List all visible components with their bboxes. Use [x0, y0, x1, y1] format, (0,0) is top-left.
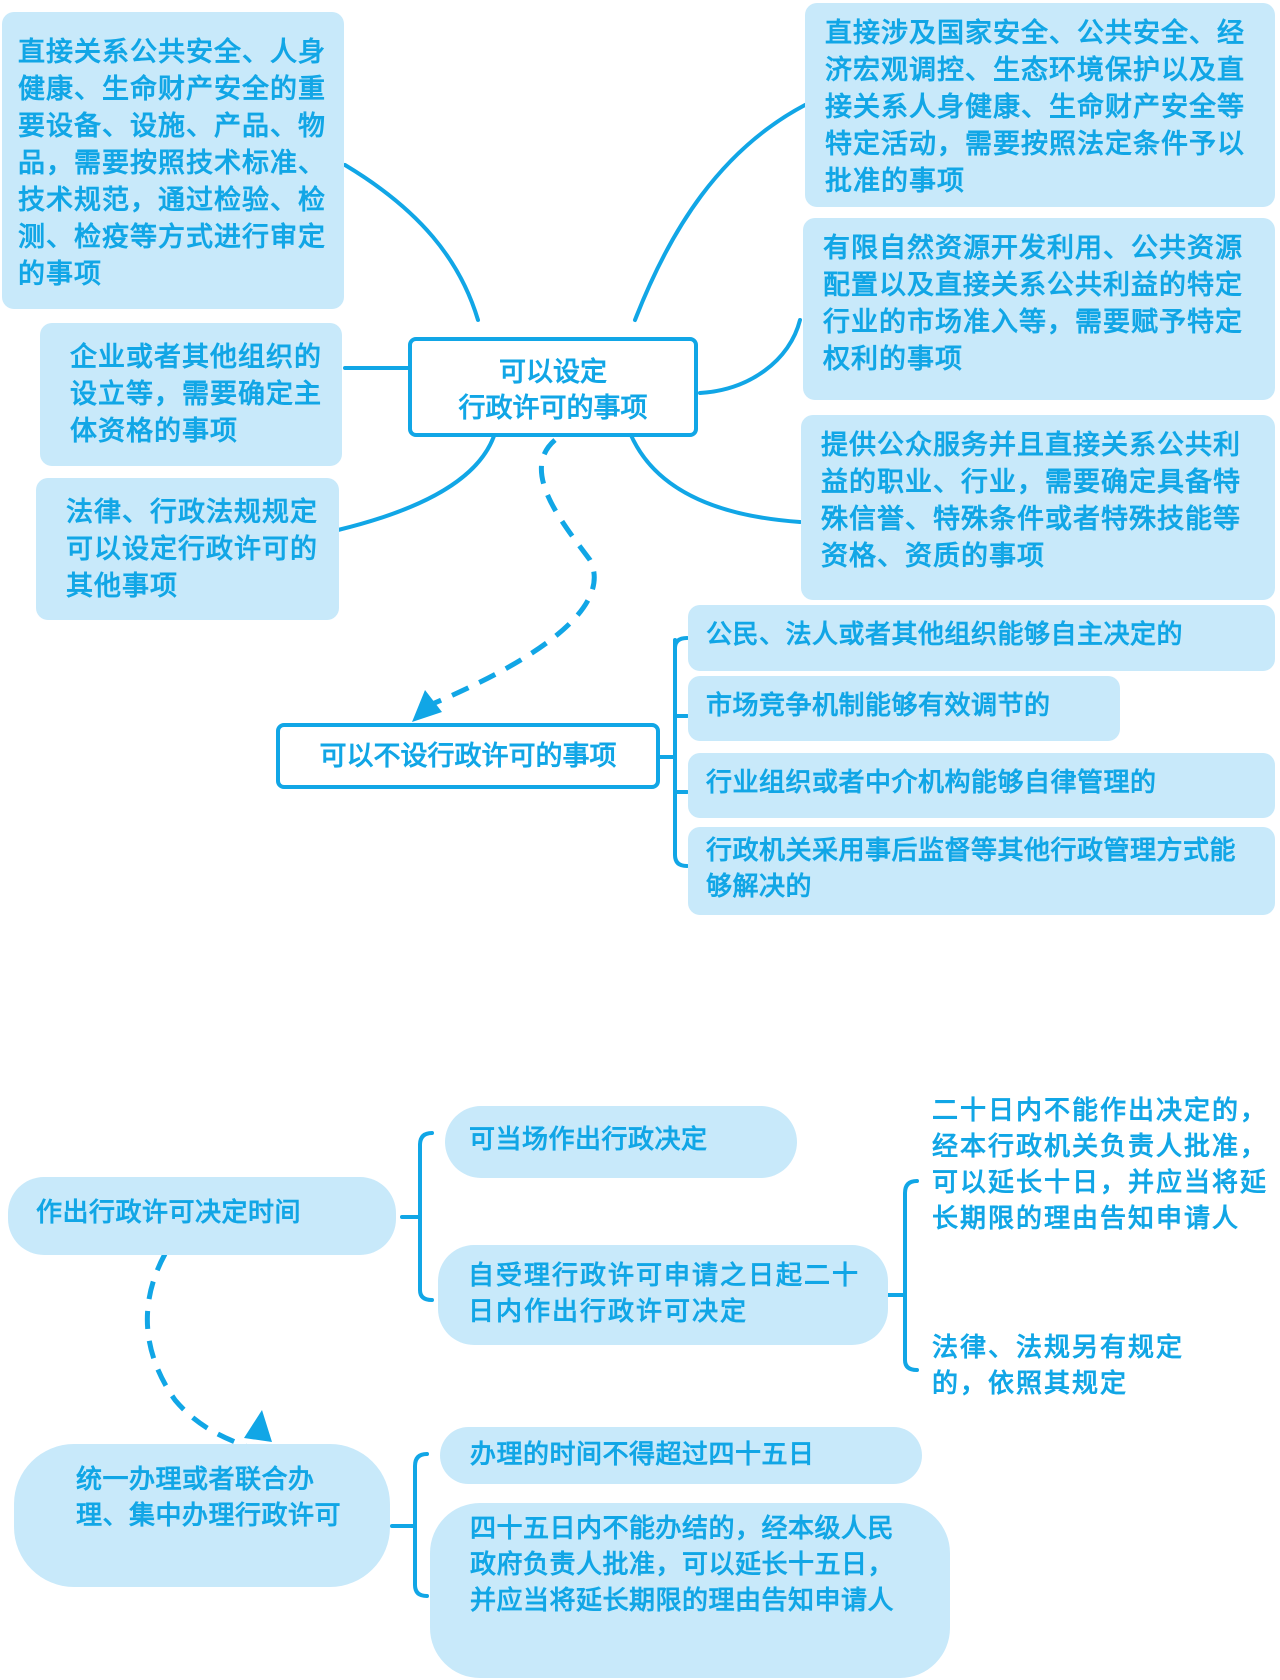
bracket-3 [400, 1131, 434, 1302]
center-node-settable-permits: 可以设定 行政许可的事项 [408, 337, 698, 437]
dashed-arrow-1 [429, 438, 597, 708]
connector-right-3 [628, 431, 802, 524]
left-item-2-text: 企业或者其他组织的设立等，需要确定主体资格的事项 [70, 342, 322, 447]
joint-item-2-text: 四十五日内不能办结的，经本级人民政府负责人批准，可以延长十五日，并应当将延长期限… [470, 1514, 895, 1616]
right-item-2-text: 有限自然资源开发利用、公共资源配置以及直接关系公共利益的特定行业的市场准入等，需… [823, 233, 1243, 375]
bracket-2 [658, 636, 689, 868]
root-node-no-permit-needed: 可以不设行政许可的事项 [276, 723, 660, 789]
left-item-3-text: 法律、行政法规规定可以设定行政许可的其他事项 [66, 497, 318, 602]
left-item-1: 直接关系公共安全、人身健康、生命财产安全的重要设备、设施、产品、物品，需要按照技… [2, 12, 344, 309]
arrowhead-1 [412, 690, 442, 722]
root-node-joint-handling: 统一办理或者联合办理、集中办理行政许可 [14, 1444, 390, 1587]
right-item-3: 提供公众服务并且直接关系公共利益的职业、行业，需要确定具备特殊信誉、特殊条件或者… [801, 415, 1275, 600]
right-item-2: 有限自然资源开发利用、公共资源配置以及直接关系公共利益的特定行业的市场准入等，需… [803, 218, 1275, 400]
root-node-decision-time-label: 作出行政许可决定时间 [36, 1198, 302, 1228]
connector-right-2 [698, 318, 802, 395]
decision-item-2-text: 自受理行政许可申请之日起二十日内作出行政许可决定 [468, 1261, 861, 1327]
root-node-decision-time: 作出行政许可决定时间 [8, 1177, 396, 1255]
connector-left-1 [343, 163, 480, 322]
root-node-label: 可以不设行政许可的事项 [319, 741, 617, 772]
bracket-3-sub [886, 1179, 919, 1372]
right-item-1-text: 直接涉及国家安全、公共安全、经济宏观调控、生态环境保护以及直接关系人身健康、生命… [825, 18, 1245, 197]
no-permit-item-4: 行政机关采用事后监督等其他行政管理方式能够解决的 [688, 827, 1275, 915]
no-permit-item-1: 公民、法人或者其他组织能够自主决定的 [688, 605, 1275, 671]
root-node-joint-handling-label: 统一办理或者联合办理、集中办理行政许可 [76, 1465, 342, 1531]
decision-sub-item-2-text: 法律、法规另有规定的，依照其规定 [932, 1333, 1185, 1399]
right-item-1: 直接涉及国家安全、公共安全、经济宏观调控、生态环境保护以及直接关系人身健康、生命… [805, 3, 1275, 207]
no-permit-item-4-text: 行政机关采用事后监督等其他行政管理方式能够解决的 [706, 836, 1237, 902]
center-node-line-1: 可以设定 [499, 357, 607, 388]
no-permit-item-3: 行业组织或者中介机构能够自律管理的 [688, 753, 1275, 818]
center-node-line-2: 行政许可的事项 [458, 393, 648, 424]
left-item-3: 法律、行政法规规定可以设定行政许可的其他事项 [36, 478, 339, 620]
no-permit-item-2-text: 市场竞争机制能够有效调节的 [706, 691, 1051, 721]
connector-left-3 [336, 431, 497, 532]
right-item-3-text: 提供公众服务并且直接关系公共利益的职业、行业，需要确定具备特殊信誉、特殊条件或者… [821, 430, 1241, 572]
bracket-4 [390, 1452, 429, 1598]
connector-right-1 [633, 103, 807, 322]
arrowhead-2 [244, 1410, 272, 1442]
left-item-2: 企业或者其他组织的设立等，需要确定主体资格的事项 [40, 323, 342, 466]
joint-item-1: 办理的时间不得超过四十五日 [440, 1427, 922, 1484]
decision-item-1-text: 可当场作出行政决定 [469, 1125, 708, 1155]
no-permit-item-1-text: 公民、法人或者其他组织能够自主决定的 [706, 620, 1184, 650]
decision-sub-item-1: 二十日内不能作出决定的，经本行政机关负责人批准，可以延长十日，并应当将延长期限的… [932, 1093, 1277, 1237]
decision-item-1: 可当场作出行政决定 [445, 1106, 797, 1178]
joint-item-1-text: 办理的时间不得超过四十五日 [470, 1440, 815, 1470]
no-permit-item-2: 市场竞争机制能够有效调节的 [688, 676, 1120, 741]
decision-item-2: 自受理行政许可申请之日起二十日内作出行政许可决定 [438, 1245, 888, 1345]
decision-sub-item-1-text: 二十日内不能作出决定的，经本行政机关负责人批准，可以延长十日，并应当将延长期限的… [932, 1096, 1269, 1234]
no-permit-item-3-text: 行业组织或者中介机构能够自律管理的 [706, 768, 1157, 798]
left-item-1-text: 直接关系公共安全、人身健康、生命财产安全的重要设备、设施、产品、物品，需要按照技… [18, 37, 326, 290]
decision-sub-item-2: 法律、法规另有规定的，依照其规定 [932, 1330, 1217, 1402]
dashed-arrow-2 [144, 1252, 256, 1453]
joint-item-2: 四十五日内不能办结的，经本级人民政府负责人批准，可以延长十五日，并应当将延长期限… [430, 1503, 950, 1678]
